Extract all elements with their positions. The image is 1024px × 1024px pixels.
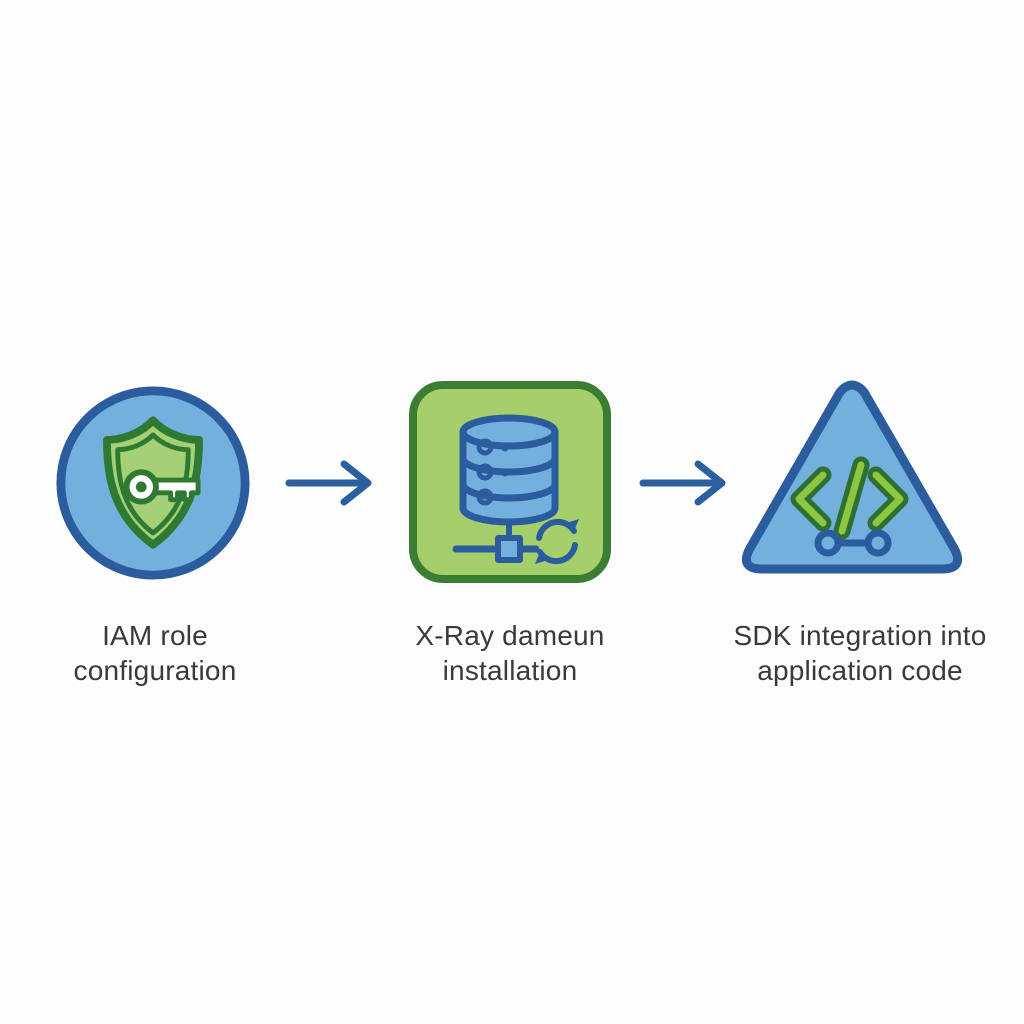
node-link-glyph: [814, 529, 892, 557]
step-icon-sdk-integration: [736, 377, 968, 584]
step-label-iam-role: IAM role configuration: [73, 620, 237, 686]
right-arrow-icon: [639, 460, 726, 506]
step-label-sdk-integration: SDK integration into application code: [733, 620, 987, 686]
arrow-step1-to-step2: [284, 453, 384, 513]
shield-key-icon: [56, 386, 250, 580]
arrow-step2-to-step3: [638, 453, 738, 513]
step-icon-xray-daemon: [408, 380, 612, 584]
code-brackets-icon: [741, 380, 963, 574]
step-icon-iam-role: [55, 385, 251, 581]
right-arrow-icon: [285, 460, 372, 506]
code-glyph: [790, 456, 909, 540]
database-sync-icon: [409, 381, 611, 583]
step-label-xray-daemon: X-Ray dameun installation: [415, 620, 605, 686]
